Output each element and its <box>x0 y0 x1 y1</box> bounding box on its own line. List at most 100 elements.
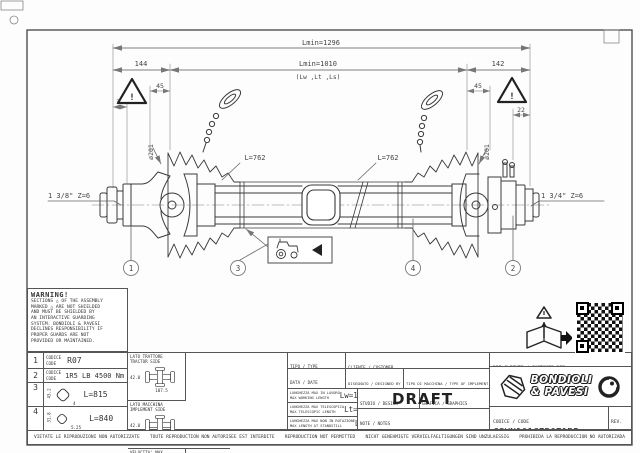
brand-name: BONDIOLI & PAVESI <box>530 374 593 398</box>
standstill-length-value: Ls=1591 <box>355 419 357 428</box>
tube-right-label: L=762 <box>377 154 398 162</box>
dim-right-45: 45 <box>474 82 482 90</box>
balloon-4 <box>405 260 421 276</box>
left-yoke-assembly <box>99 171 216 239</box>
read-manual-icon <box>526 306 572 349</box>
graphics-cell: GRAFICA / GRAPHICS <box>420 389 489 409</box>
profile-dim-horizontal: 5.25 <box>71 425 82 430</box>
rev-label: REV. <box>611 420 623 425</box>
part-code: R07 <box>67 356 82 365</box>
notes-label: NOTE / NOTES <box>360 421 391 426</box>
warning-triangle-icon <box>536 306 552 319</box>
customer-label: CLIENTE / CUSTOMER <box>348 365 394 369</box>
spline-right-label: 1 3/4" Z=6 <box>541 192 583 200</box>
dimension-texts: Lmin=1296 144 Lmin=1010 (Lw ,Lt ,Ls) 142… <box>116 39 525 160</box>
dim-guard-sub: (Lw ,Lt ,Ls) <box>296 74 341 81</box>
type-cell: TIPO / TYPE SFT-SH <box>288 353 346 369</box>
dim-left-45: 45 <box>156 82 164 90</box>
dimension-arrowheads <box>113 45 530 118</box>
speed-label-it: VELOCITA' MAX <box>130 450 163 453</box>
right-arrow-icon <box>561 331 572 345</box>
tube-length-labels: L=762 L=762 <box>221 154 399 181</box>
guard-cones <box>167 151 479 259</box>
footer-text-fr: TOUTE REPRODUCTION NON AUTORISEE EST INT… <box>149 435 275 440</box>
machine-type-label: TIPO DI MACCHINA / TYPE OF IMPLEMENT <box>406 381 489 386</box>
warning-box: WARNING! SECTIONS △ OF THE ASSEMBLY MARK… <box>27 288 128 352</box>
warning-body: SECTIONS △ OF THE ASSEMBLY MARKED △ ARE … <box>31 299 103 344</box>
svg-text:3: 3 <box>236 264 241 273</box>
qr-finder <box>576 302 589 315</box>
dim-left-end: 144 <box>135 60 148 68</box>
type-label: TIPO / TYPE <box>290 364 318 369</box>
code-label-en: CODE <box>46 360 57 366</box>
designer-label: DISEGNATO / DESIGNED BY <box>348 381 401 386</box>
notes-cell: NOTE / NOTES <box>358 409 489 430</box>
cross-dim-v: 42.0 <box>130 374 141 380</box>
balloon-1 <box>123 260 139 276</box>
footer-text-it: VIETATE LE RIPRODUZIONI NON AUTORIZZATE <box>34 435 140 440</box>
spline-left-label: 1 3/8" Z=6 <box>48 192 90 200</box>
square-tube-profile-symbol <box>301 184 341 226</box>
sheet-frame <box>0 0 633 446</box>
rev-cell: REV. <box>609 407 631 429</box>
tractor-icon <box>276 238 299 259</box>
logo-block: RIF.CLIENTE / CUSTOMER REF. BONDIOLI & P… <box>490 352 632 430</box>
svg-text:2: 2 <box>511 264 516 273</box>
tube-left-label: L=762 <box>244 154 265 162</box>
graphics-label: GRAFICA / GRAPHICS <box>422 401 468 406</box>
part-number: 4 <box>28 407 44 430</box>
table-row: 4 31.8 5.25 L=840 <box>28 407 127 431</box>
qr-code <box>575 301 625 354</box>
profile-dim-vertical: 31.8 <box>46 412 52 423</box>
customer-ref-label: RIF.CLIENTE / CUSTOMER REF. <box>493 366 568 367</box>
left-arrow-icon <box>312 244 322 256</box>
warning-title: WARNING! <box>31 291 69 299</box>
footer-strip: VIETATE LE RIPRODUZIONI NON AUTORIZZATE … <box>27 430 632 445</box>
shaft-tubes <box>214 181 453 229</box>
part-number: 2 <box>28 369 44 382</box>
right-handle <box>420 90 444 110</box>
working-length-value: Lw=1397 <box>339 391 357 400</box>
studio-label: STUDIO / DESIGN <box>360 401 398 406</box>
dia-left: ø201 <box>147 144 155 160</box>
studio-cell: STUDIO / DESIGN <box>358 389 420 409</box>
code-value: CSHN101CER071R5 <box>493 427 605 429</box>
code-label: CODICE / CODE <box>493 420 529 425</box>
machine-type-cell: TIPO DI MACCHINA / TYPE OF IMPLEMENT <box>404 369 489 389</box>
dim-right-22: 22 <box>517 106 525 114</box>
warning-triangle-icon <box>116 77 148 105</box>
balloon-callouts <box>123 215 521 276</box>
dia-right: ø201 <box>483 144 491 160</box>
cross-dim-h: 107.5 <box>155 388 168 394</box>
warning-triangles <box>116 76 528 105</box>
date-value: 15/3/2017 <box>290 387 343 388</box>
balloon-3 <box>230 260 246 276</box>
tractor-side-label-en: TRACTOR SIDE <box>130 359 161 365</box>
qr-finder <box>576 340 589 353</box>
implement-side-label-en: IMPLEMENT SIDE <box>130 407 166 413</box>
dim-total: Lmin=1296 <box>302 39 340 47</box>
code-cell: CODICE / CODE CSHN101CER071R5 <box>490 407 609 429</box>
customer-ref-cell: RIF.CLIENTE / CUSTOMER REF. <box>490 353 631 367</box>
part-number: 3 <box>28 383 44 406</box>
part-length: L=815 <box>83 390 108 399</box>
profile-dim-vertical: 43.2 <box>46 388 52 399</box>
tractor-side-label-it: LATO TRATTORE <box>130 354 163 359</box>
qr-finder <box>611 302 624 315</box>
telescopic-length-value: Lt=1526 <box>344 405 357 414</box>
part-length: L=840 <box>89 414 114 423</box>
cross-journal-icon <box>145 367 176 387</box>
tractor-side-indicator <box>245 228 333 264</box>
spline-labels: 1 3/8" Z=6 1 3/4" Z=6 <box>47 192 605 207</box>
left-handle <box>218 89 242 109</box>
type-block: TIPO / TYPE SFT-SH CLIENTE / CUSTOMER DA… <box>288 352 490 430</box>
profile-dim-horizontal: 4 <box>73 401 76 406</box>
draft-stamp: DRAFT <box>392 390 454 408</box>
footer-text-en: REPRODUCTION NOT PERMITTED <box>284 435 356 440</box>
